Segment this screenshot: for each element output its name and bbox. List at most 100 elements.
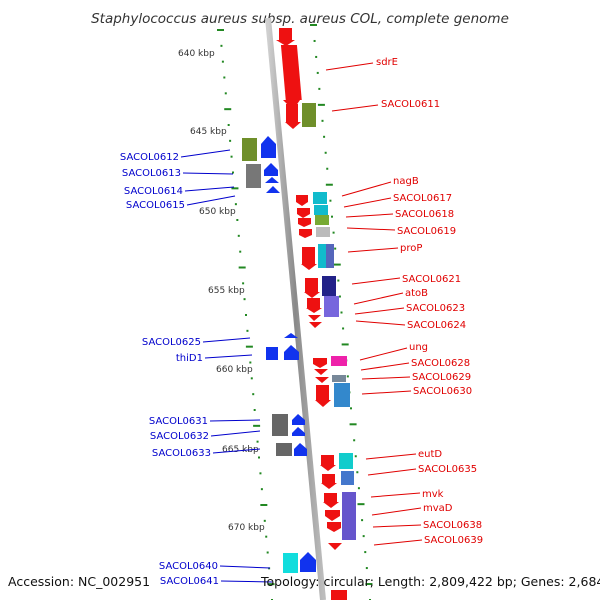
label-sdrE[interactable]: sdrE bbox=[376, 57, 398, 68]
label-ung[interactable]: ung bbox=[409, 342, 428, 353]
scale-label-655: 655 kbp bbox=[208, 286, 245, 296]
gene-SACOL0633-domain[interactable] bbox=[276, 443, 292, 456]
gene-thiD1b[interactable] bbox=[284, 345, 299, 360]
gene-SACOL0629[interactable] bbox=[315, 377, 329, 383]
label-SACOL0641[interactable]: SACOL0641 bbox=[160, 576, 219, 587]
label-eutD[interactable]: eutD bbox=[418, 449, 442, 460]
label-SACOL0619[interactable]: SACOL0619 bbox=[397, 226, 456, 237]
label-SACOL0630[interactable]: SACOL0630 bbox=[413, 386, 472, 397]
right-track-tick bbox=[332, 231, 335, 234]
leader-SACOL0617 bbox=[343, 197, 392, 208]
gene-SACOL0618-domain[interactable] bbox=[315, 215, 329, 225]
gene-SACOL0632[interactable] bbox=[292, 427, 305, 436]
gene-ung-domain[interactable] bbox=[331, 356, 347, 366]
gene-small-0610[interactable] bbox=[279, 28, 292, 40]
leader-SACOL0635 bbox=[367, 468, 417, 476]
gene-SACOL0619[interactable] bbox=[299, 229, 312, 238]
left-track-tick bbox=[232, 171, 234, 174]
gene-SACOL0640-domain[interactable] bbox=[283, 553, 298, 573]
right-track-tick bbox=[323, 135, 326, 138]
label-SACOL0614[interactable]: SACOL0614 bbox=[124, 186, 183, 197]
gene-SACOL0611[interactable] bbox=[286, 104, 298, 122]
gene-SACOL0629-domain[interactable] bbox=[332, 375, 346, 382]
label-thiD1[interactable]: thiD1 bbox=[176, 353, 203, 364]
label-atoB[interactable]: atoB bbox=[405, 288, 428, 299]
label-SACOL0611[interactable]: SACOL0611 bbox=[381, 99, 440, 110]
genome-backbone bbox=[265, 17, 326, 600]
gene-nagB-domain[interactable] bbox=[313, 192, 327, 204]
gene-SACOL0630-domain[interactable] bbox=[334, 383, 350, 407]
gene-sdrE[interactable] bbox=[280, 45, 302, 100]
label-SACOL0617[interactable]: SACOL0617 bbox=[393, 193, 452, 204]
gene-SACOL0614[interactable] bbox=[265, 177, 279, 183]
gene-SACOL0612[interactable] bbox=[261, 136, 276, 158]
label-SACOL0632[interactable]: SACOL0632 bbox=[150, 431, 209, 442]
label-SACOL0613[interactable]: SACOL0613 bbox=[122, 168, 181, 179]
gene-SACOL0613[interactable] bbox=[264, 163, 278, 176]
gene-eutD[interactable] bbox=[321, 455, 334, 465]
gene-mvk-domain[interactable] bbox=[342, 492, 356, 540]
gene-SACOL0624[interactable] bbox=[309, 322, 322, 328]
left-track-tick bbox=[245, 345, 253, 348]
label-mvk[interactable]: mvk bbox=[422, 489, 444, 500]
gene-ung[interactable] bbox=[313, 358, 327, 368]
gene-SACOL0638[interactable] bbox=[327, 522, 341, 532]
left-track-tick bbox=[260, 488, 263, 491]
label-SACOL0639[interactable]: SACOL0639 bbox=[424, 535, 483, 546]
gene-atoB[interactable] bbox=[307, 298, 320, 308]
gene-thiD1[interactable] bbox=[266, 347, 278, 360]
gene-mvaD[interactable] bbox=[325, 510, 340, 521]
label-SACOL0631[interactable]: SACOL0631 bbox=[149, 416, 208, 427]
gene-SACOL0613-domain[interactable] bbox=[246, 164, 261, 188]
gene-SACOL0619-domain[interactable] bbox=[316, 227, 330, 237]
gene-SACOL0631[interactable] bbox=[292, 414, 305, 425]
gene-proP-domain-a[interactable] bbox=[318, 244, 326, 268]
gene-SACOL0630[interactable] bbox=[316, 385, 329, 400]
gene-SACOL0625[interactable] bbox=[284, 333, 298, 338]
gene-SACOL0618[interactable] bbox=[298, 218, 311, 227]
gene-SACOL0612-domain[interactable] bbox=[242, 138, 257, 161]
leader-SACOL0630 bbox=[361, 390, 412, 395]
gene-proP-domain-b[interactable] bbox=[326, 244, 334, 268]
label-SACOL0621[interactable]: SACOL0621 bbox=[402, 274, 461, 285]
label-nagB[interactable]: nagB bbox=[393, 176, 419, 187]
label-SACOL0633[interactable]: SACOL0633 bbox=[152, 448, 211, 459]
label-SACOL0638[interactable]: SACOL0638 bbox=[423, 520, 482, 531]
gene-SACOL0628[interactable] bbox=[314, 369, 328, 375]
right-track-tick bbox=[346, 375, 349, 378]
gene-nagB[interactable] bbox=[296, 195, 308, 206]
gene-atoB-domain[interactable] bbox=[324, 296, 339, 317]
gene-SACOL0623[interactable] bbox=[308, 315, 321, 321]
label-proP[interactable]: proP bbox=[400, 243, 422, 254]
gene-SACOL0617[interactable] bbox=[297, 208, 310, 218]
gene-SACOL0633[interactable] bbox=[294, 443, 307, 456]
gene-SACOL0611-domain[interactable] bbox=[302, 103, 316, 127]
gene-SACOL0635-domain[interactable] bbox=[341, 471, 354, 485]
label-SACOL0629[interactable]: SACOL0629 bbox=[412, 372, 471, 383]
gene-SACOL0621[interactable] bbox=[305, 278, 318, 292]
gene-bottom-red[interactable] bbox=[331, 590, 347, 600]
label-SACOL0623[interactable]: SACOL0623 bbox=[406, 303, 465, 314]
gene-SACOL0640[interactable] bbox=[300, 552, 316, 572]
gene-proP[interactable] bbox=[302, 247, 315, 264]
label-SACOL0624[interactable]: SACOL0624 bbox=[407, 320, 466, 331]
label-SACOL0640[interactable]: SACOL0640 bbox=[159, 561, 218, 572]
label-SACOL0628[interactable]: SACOL0628 bbox=[411, 358, 470, 369]
gene-eutD-domain[interactable] bbox=[339, 453, 353, 469]
label-SACOL0618[interactable]: SACOL0618 bbox=[395, 209, 454, 220]
leader-proP bbox=[347, 247, 399, 253]
gene-mvk[interactable] bbox=[324, 493, 337, 502]
gene-SACOL0621-domain[interactable] bbox=[322, 276, 336, 296]
label-mvaD[interactable]: mvaD bbox=[423, 503, 453, 514]
label-SACOL0625[interactable]: SACOL0625 bbox=[142, 337, 201, 348]
gene-SACOL0615[interactable] bbox=[266, 186, 280, 193]
right-track-tick bbox=[357, 503, 365, 506]
gene-SACOL0631-domain[interactable] bbox=[272, 414, 288, 436]
label-SACOL0612[interactable]: SACOL0612 bbox=[120, 152, 179, 163]
leader-SACOL0639 bbox=[373, 539, 423, 546]
gene-SACOL0617-domain[interactable] bbox=[314, 205, 328, 215]
label-SACOL0635[interactable]: SACOL0635 bbox=[418, 464, 477, 475]
gene-SACOL0635[interactable] bbox=[322, 474, 335, 483]
gene-SACOL0639[interactable] bbox=[328, 543, 342, 550]
label-SACOL0615[interactable]: SACOL0615 bbox=[126, 200, 185, 211]
